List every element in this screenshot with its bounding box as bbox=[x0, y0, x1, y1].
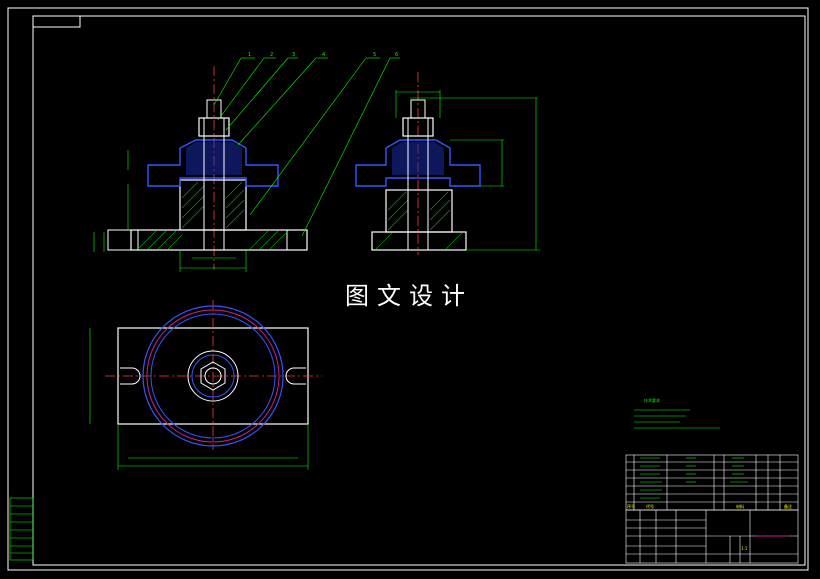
tech-requirements: 技术要求 bbox=[634, 397, 720, 429]
bom-entries bbox=[640, 457, 748, 499]
svg-text:序号: 序号 bbox=[627, 503, 635, 509]
front-view bbox=[93, 57, 400, 272]
top-view bbox=[89, 300, 322, 470]
part-balloon: 1 bbox=[248, 52, 251, 58]
part-balloon: 2 bbox=[270, 52, 273, 58]
bom-table bbox=[625, 454, 799, 511]
svg-text:材料: 材料 bbox=[736, 503, 744, 509]
svg-text:备注: 备注 bbox=[784, 503, 792, 509]
part-balloon: 4 bbox=[322, 52, 325, 58]
part-balloon: 5 bbox=[373, 52, 376, 58]
part-balloon: 6 bbox=[395, 52, 398, 58]
title-block bbox=[625, 509, 799, 564]
side-view bbox=[355, 72, 540, 255]
bom-header: 序号 代号 材料 备注 bbox=[627, 503, 792, 509]
part-balloon: 3 bbox=[292, 52, 295, 58]
tech-requirements-title: 技术要求 bbox=[644, 397, 660, 403]
scale-text: 1:1 bbox=[741, 546, 748, 551]
sheet-border bbox=[7, 7, 809, 571]
svg-text:代号: 代号 bbox=[646, 503, 654, 509]
watermark-text: 图文设计 bbox=[345, 282, 473, 310]
margin-table bbox=[9, 497, 34, 561]
